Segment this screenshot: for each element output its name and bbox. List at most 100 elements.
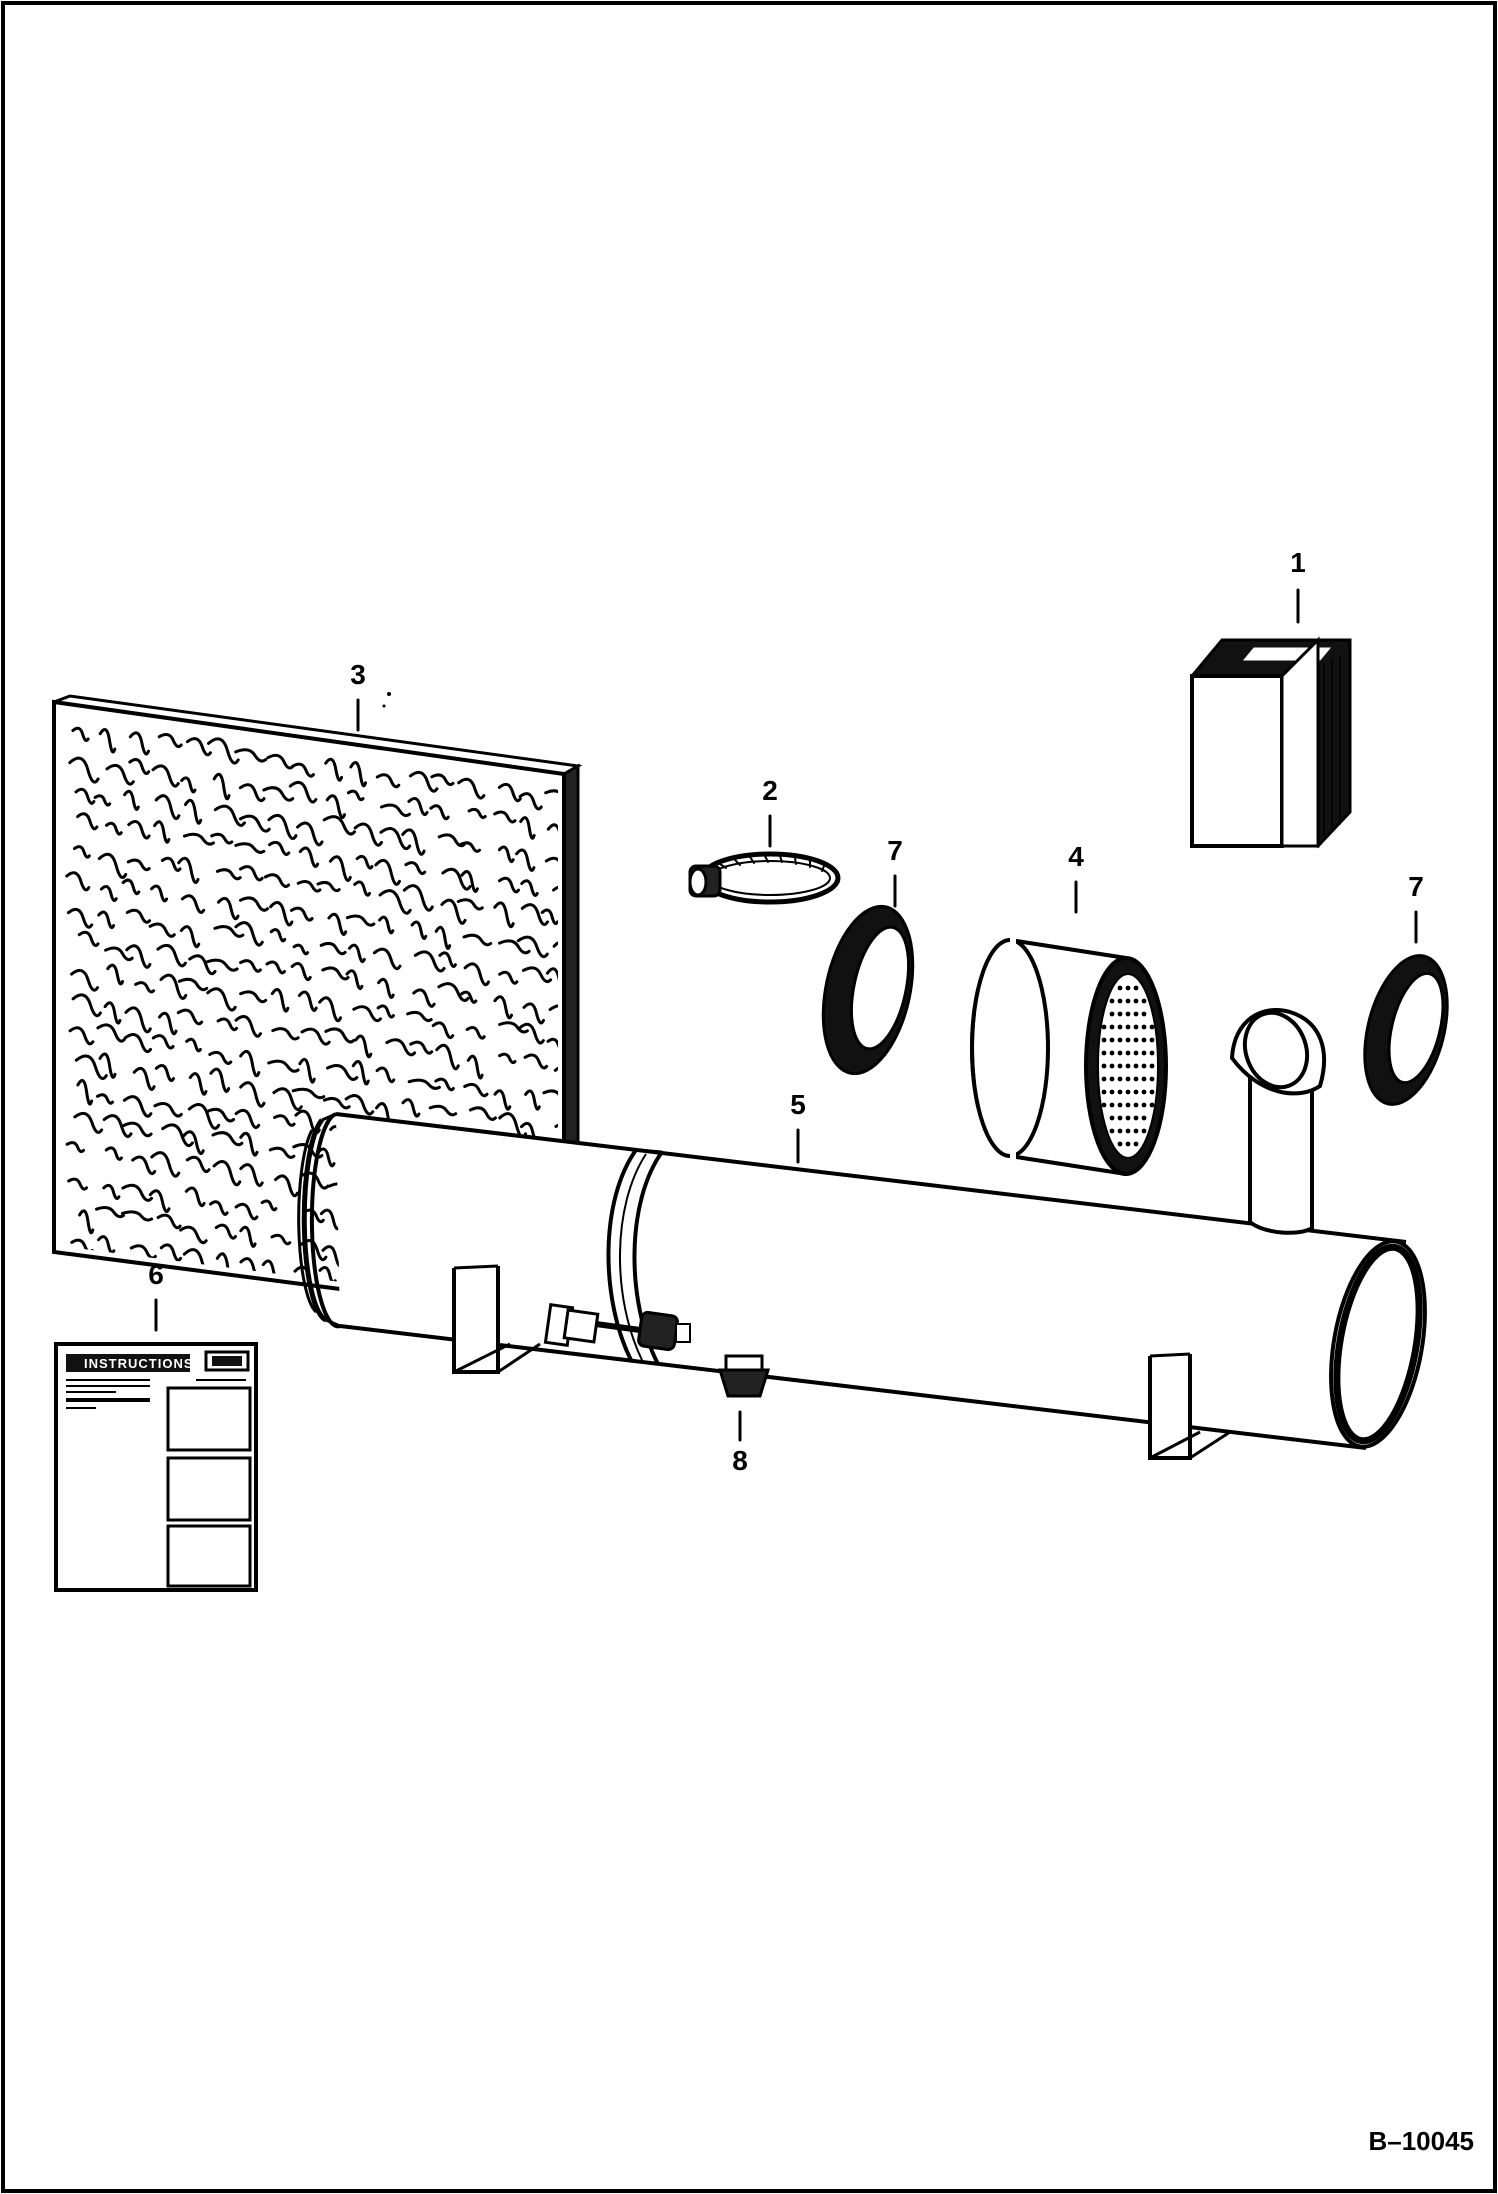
callout-4: 4 [1068,841,1084,872]
foam-squiggle [105,763,135,786]
mesh-hole [1125,1115,1131,1121]
mesh-hole [1117,1141,1123,1147]
mesh-hole [1125,985,1131,991]
mesh-hole [1125,1128,1131,1134]
foam-squiggle [158,1011,178,1036]
foam-squiggle [123,1033,152,1054]
foam-squiggle [180,776,197,794]
foam-squiggle [540,908,558,926]
foam-squiggle [67,1177,88,1191]
mesh-hole [1141,1102,1147,1108]
callout-7-left: 7 [887,835,903,866]
mesh-hole [1149,1050,1155,1056]
foam-squiggle [467,807,487,820]
foam-squiggle [515,848,536,872]
foam-squiggle [493,995,513,1020]
mesh-hole [1101,1063,1107,1069]
foam-squiggle [267,813,298,841]
foam-squiggle [263,873,291,888]
mesh-hole [1109,1063,1115,1069]
foam-squiggle [156,1213,182,1230]
foam-squiggle [234,1202,259,1221]
foam-squiggle [234,1108,261,1129]
foam-squiggle [406,1010,433,1023]
foam-squiggle [348,943,366,963]
mesh-hole [1109,1037,1115,1043]
foam-squiggle [410,920,428,940]
foam-squiggle [121,878,141,896]
foam-squiggle [460,870,479,893]
foam-squiggle [154,1063,175,1083]
foam-squiggle [132,1066,156,1091]
mesh-hole [1125,1089,1131,1095]
foam-squiggle [210,832,234,845]
foam-squiggle [548,1004,558,1028]
mesh-hole [1133,1063,1139,1069]
foam-squiggle [239,1081,266,1108]
foam-squiggle [99,885,118,902]
foam-squiggle [211,1131,244,1147]
mesh-hole [1133,1089,1139,1095]
foam-squiggle [104,946,134,962]
mesh-hole [1101,1024,1107,1030]
callout-1: 1 [1290,547,1306,578]
foam-squiggle [290,906,314,922]
foam-squiggle [438,951,457,968]
foam-squiggle [177,856,200,884]
foam-squiggle [298,846,320,868]
foam-squiggle [205,958,239,972]
callout-5: 5 [790,1089,806,1120]
foam-squiggle [129,1244,157,1260]
mesh-hole [1109,1011,1115,1017]
callout-2: 2 [762,775,778,806]
mesh-hole [1141,1050,1147,1056]
mesh-hole [1117,1024,1123,1030]
foam-squiggle [518,792,543,811]
foam-squiggle [321,966,350,981]
foam-squiggle [344,1094,375,1116]
foam-squiggle [319,941,347,956]
mesh-hole [1117,1063,1123,1069]
mesh-hole [1109,1089,1115,1095]
mesh-hole [1141,1011,1147,1017]
foam-squiggle [156,943,187,968]
foam-squiggle [375,1066,396,1084]
foam-squiggle [493,1089,512,1111]
foam-squiggle [102,1114,133,1138]
foam-squiggle [93,794,112,807]
foam-squiggle [376,1004,395,1019]
foam-squiggle [375,773,401,789]
foam-squiggle [429,804,450,821]
foam-squiggle [434,925,452,950]
mesh-hole [1141,1128,1147,1134]
foam-squiggle [184,1186,206,1208]
foam-squiggle [213,804,246,827]
foam-squiggle [234,1014,262,1038]
foam-squiggle [290,762,315,778]
foam-squiggle [78,1209,95,1235]
foam-squiggle [407,1078,441,1090]
foam-squiggle [234,842,266,854]
foam-squiggle [239,990,268,1004]
mesh-hole [1125,1076,1131,1082]
foam-squiggle [71,993,102,1018]
mesh-hole [1149,1102,1155,1108]
foam-squiggle [316,880,341,893]
foam-squiggle [265,960,286,975]
foam-squiggle [77,930,100,947]
foam-squiggle [409,1040,434,1055]
foam-squiggle [522,1002,545,1025]
foam-squiggle [324,1027,356,1044]
foam-squiggle [441,867,472,891]
foam-squiggle [412,988,436,1008]
foam-squiggle [183,798,203,825]
foam-squiggle [516,935,549,959]
foam-squiggle [160,856,182,872]
foam-squiggle [380,803,411,818]
foam-squiggle [154,794,181,821]
foam-squiggle [274,1174,299,1198]
foam-squiggle [239,1225,257,1248]
mesh-hole [1149,1089,1155,1095]
mesh-hole [1133,998,1139,1004]
